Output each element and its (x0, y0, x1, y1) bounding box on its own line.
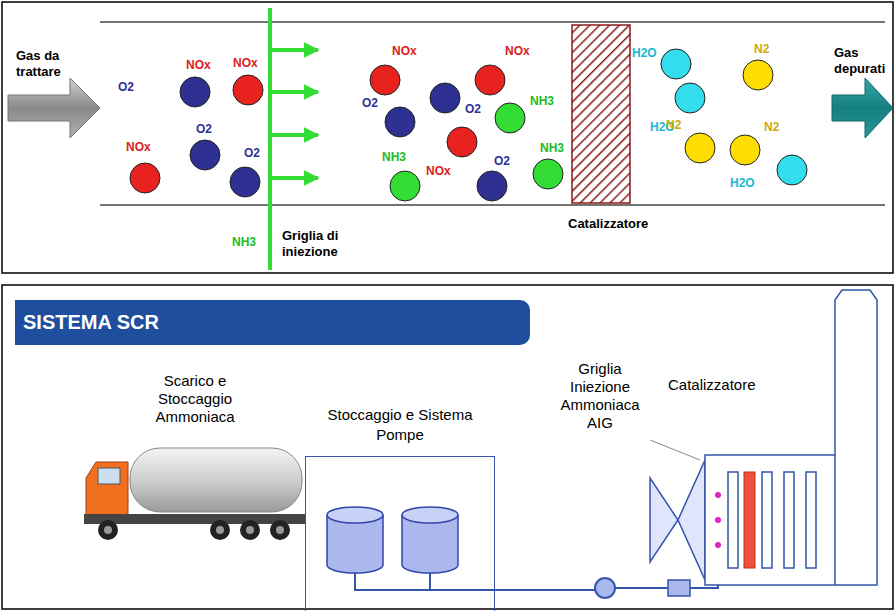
ammonia-truck (84, 448, 306, 540)
molecule-label: NOx (426, 164, 451, 178)
inlet-arrow (8, 78, 100, 138)
catalyst-layer (744, 472, 755, 568)
molecule-label: NOx (392, 44, 417, 58)
molecule-label: NOx (186, 58, 211, 72)
molecule-label: NOx (233, 56, 258, 70)
molecule-label: NH3 (540, 141, 564, 155)
molecule-label: N2 (666, 118, 681, 132)
outlet-arrow (832, 78, 893, 138)
panel-border (2, 285, 893, 609)
molecule-label: H2O (632, 46, 657, 60)
molecule-label: O2 (244, 146, 260, 160)
part-label: Griglia di iniezione (282, 228, 372, 259)
molecule-label: N2 (764, 120, 779, 134)
molecule-label: N2 (754, 42, 769, 56)
molecule-label: O2 (362, 96, 378, 110)
molecule-label: H2O (730, 176, 755, 190)
duct-wall (100, 204, 885, 206)
storage-tanks (327, 507, 458, 573)
box-outline (305, 456, 495, 611)
part-label: Catalizzatore (568, 216, 648, 232)
molecule-label: O2 (465, 102, 481, 116)
part-label: Griglia Iniezione Ammoniaca AIG (555, 360, 645, 432)
duct-wall (100, 21, 885, 23)
molecules (130, 49, 807, 201)
molecule-label: NH3 (382, 150, 406, 164)
pump-symbol (595, 578, 615, 598)
molecule-label: NOx (505, 44, 530, 58)
part-label: Catalizzatore (668, 376, 756, 394)
part-label: Gas depurati (834, 45, 890, 76)
leader-line (650, 440, 700, 460)
catalyst-bed (572, 25, 630, 203)
molecule-label: O2 (196, 122, 212, 136)
filter-symbol (668, 580, 690, 596)
ammonia-piping (355, 560, 718, 590)
molecule-label: NH3 (530, 94, 554, 108)
injection-arrows (272, 50, 318, 178)
scr-reactor (650, 290, 877, 585)
panel-border (2, 2, 893, 273)
molecule-label: O2 (494, 154, 510, 168)
molecule-label: O2 (118, 80, 134, 94)
box-heading: Stoccaggio e Sistema Pompe (305, 405, 495, 444)
injection-grid (268, 8, 272, 270)
molecule-label: NOx (126, 140, 151, 154)
part-label: Scarico e Stoccaggio Ammoniaca (145, 372, 245, 426)
title-bar: SISTEMA SCR (15, 300, 530, 345)
part-label: Gas da trattare (16, 48, 90, 79)
injection-nozzles (715, 492, 721, 548)
molecule-label: NH3 (232, 235, 256, 249)
equipment-box: Stoccaggio e Sistema Pompe (305, 405, 495, 611)
